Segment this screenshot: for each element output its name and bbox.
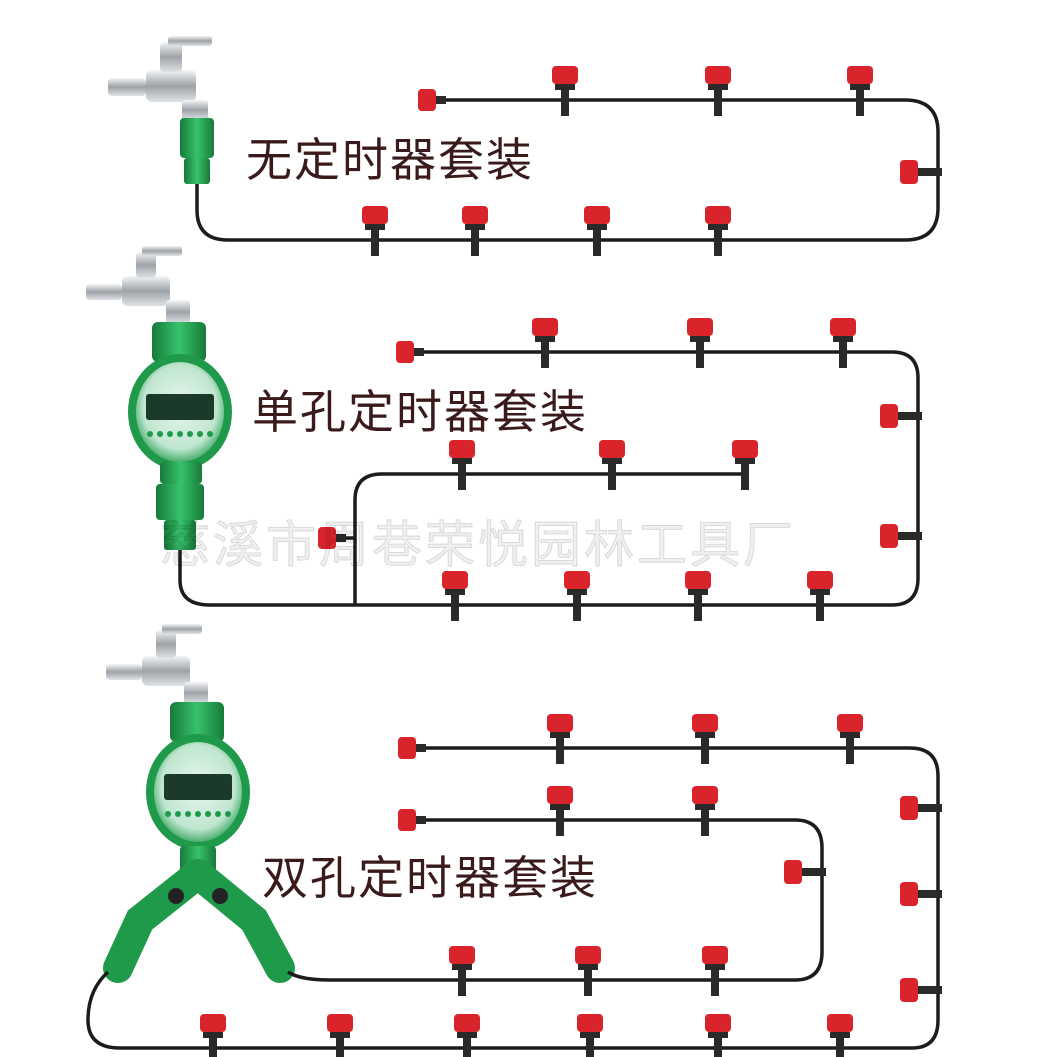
drip-nozzle <box>327 1014 353 1057</box>
drip-end-nozzle <box>398 737 426 759</box>
faucet <box>106 624 208 704</box>
drip-tube <box>195 98 940 242</box>
drip-nozzle <box>532 318 558 368</box>
drip-nozzle <box>442 571 468 621</box>
watermark: 慈溪市周巷荣悦园林工具厂 <box>160 516 796 575</box>
drip-nozzle <box>454 1014 480 1057</box>
drip-nozzle <box>705 66 731 116</box>
drip-nozzle <box>687 318 713 368</box>
kit-no-timer <box>108 36 940 242</box>
drip-nozzle <box>830 318 856 368</box>
drip-nozzle <box>575 946 601 996</box>
drip-nozzle <box>552 66 578 116</box>
drip-nozzle <box>880 524 922 548</box>
kit-label-single-timer: 单孔定时器套装 <box>252 385 588 439</box>
drip-nozzle <box>847 66 873 116</box>
drip-end-nozzle <box>398 809 426 831</box>
drip-tube-inner <box>287 818 824 982</box>
drip-tube-inner <box>353 452 747 605</box>
drip-end-nozzle <box>418 89 446 111</box>
drip-nozzle <box>685 571 711 621</box>
kit-label-no-timer: 无定时器套装 <box>246 133 534 187</box>
kit-single-timer <box>86 246 920 607</box>
drip-nozzle <box>200 1014 226 1057</box>
drip-nozzle <box>900 796 942 820</box>
faucet <box>108 36 212 120</box>
drip-nozzle <box>599 440 625 490</box>
drip-nozzle <box>692 714 718 764</box>
y-splitter <box>103 859 295 983</box>
drip-nozzle <box>577 1014 603 1057</box>
drip-nozzle <box>449 440 475 490</box>
hose-connector <box>180 118 214 184</box>
drip-nozzle <box>705 1014 731 1057</box>
drip-nozzles <box>200 66 942 1057</box>
drip-nozzle <box>732 440 758 490</box>
drip-nozzle <box>547 786 573 836</box>
drip-nozzle <box>564 571 590 621</box>
kit-double-timer <box>86 624 940 1050</box>
drip-nozzle <box>827 1014 853 1057</box>
drip-nozzle <box>900 978 942 1002</box>
drip-nozzle <box>807 571 833 621</box>
drip-nozzle <box>880 404 922 428</box>
faucet <box>86 246 190 324</box>
drip-nozzle <box>462 206 488 256</box>
drip-tube-outer <box>86 746 940 1050</box>
drip-nozzle <box>547 714 573 764</box>
drip-tube-outer <box>178 350 920 607</box>
drip-nozzle <box>584 206 610 256</box>
drip-nozzle <box>900 160 942 184</box>
drip-end-nozzle <box>396 341 424 363</box>
drip-nozzle <box>692 786 718 836</box>
drip-nozzle <box>837 714 863 764</box>
water-timer <box>146 702 250 876</box>
drip-nozzle <box>705 206 731 256</box>
kit-label-double-timer: 双孔定时器套装 <box>262 851 598 905</box>
drip-nozzle <box>702 946 728 996</box>
drip-end-nozzle <box>318 527 346 549</box>
drip-nozzle <box>784 860 826 884</box>
drip-nozzle <box>362 206 388 256</box>
drip-nozzle <box>900 882 942 906</box>
drip-nozzle <box>449 946 475 996</box>
water-timer <box>128 322 232 550</box>
